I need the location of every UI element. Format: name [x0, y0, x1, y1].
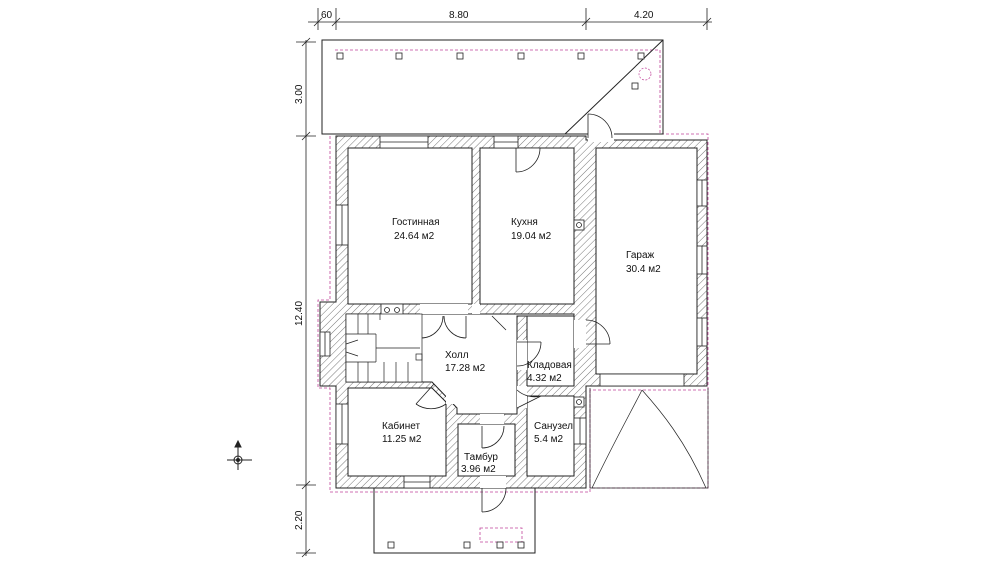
- dim-left-300: 3.00: [294, 84, 305, 104]
- dim-top-420: 4.20: [634, 10, 654, 21]
- staircase: [345, 313, 423, 383]
- dim-left-1240: 12.40: [294, 301, 305, 326]
- room-name-kitchen: Кухня: [511, 217, 538, 228]
- room-name-hall: Холл: [445, 350, 469, 361]
- room-area-bathroom: 5.4 м2: [534, 434, 564, 445]
- room-name-living: Гостинная: [392, 217, 440, 228]
- door-openings: [420, 133, 614, 488]
- dim-top-880: 8.80: [449, 10, 469, 21]
- dimension-lines: [296, 8, 712, 558]
- room-labels: Гостинная 24.64 м2 Кухня 19.04 м2 Гараж …: [382, 217, 661, 475]
- room-area-vestibule: 3.96 м2: [461, 464, 496, 475]
- house-walls: [319, 135, 708, 489]
- room-name-storage: Кладовая: [527, 360, 572, 371]
- windows: [319, 135, 708, 489]
- room-name-garage: Гараж: [626, 250, 655, 261]
- room-area-office: 11.25 м2: [382, 434, 422, 445]
- foundation-outline: [317, 49, 709, 543]
- move-crosshair-icon[interactable]: [227, 439, 252, 470]
- downpipe-circle: [638, 67, 652, 81]
- terrace-posts: [336, 52, 645, 90]
- room-area-kitchen: 19.04 м2: [511, 231, 552, 242]
- room-area-living: 24.64 м2: [394, 231, 435, 242]
- carport: [589, 388, 709, 489]
- room-name-office: Кабинет: [382, 420, 420, 432]
- top-terrace: [321, 39, 664, 135]
- room-name-vestibule: Тамбур: [464, 451, 498, 463]
- room-area-garage: 30.4 м2: [626, 264, 661, 275]
- vents: [380, 219, 585, 408]
- room-name-bathroom: Санузел: [534, 421, 573, 432]
- room-area-hall: 17.28 м2: [445, 363, 486, 374]
- bottom-porch: [373, 488, 536, 554]
- room-area-storage: 4.32 м2: [527, 373, 562, 384]
- dim-left-220: 2.20: [294, 510, 305, 530]
- dim-top-60: 60: [321, 10, 333, 21]
- porch-posts: [387, 541, 525, 549]
- door-swings: [415, 113, 613, 513]
